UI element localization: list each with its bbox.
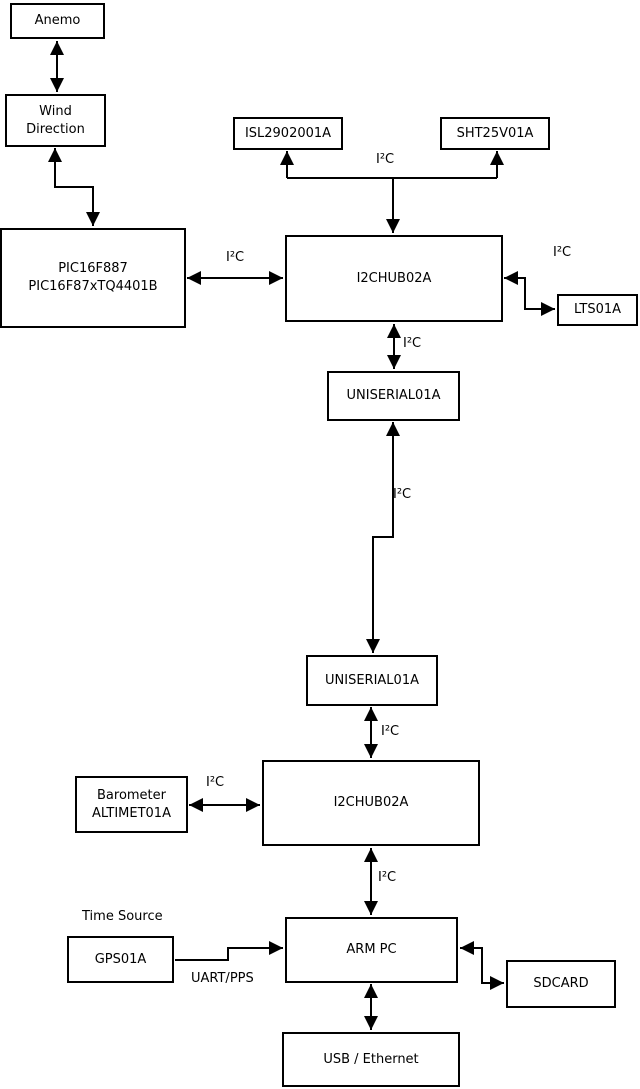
label-i2c-hub-lts: I²C bbox=[553, 245, 572, 260]
node-uniserial01a-bottom: UNISERIAL01A bbox=[306, 655, 438, 706]
edge-i2chubtop-lts bbox=[504, 271, 555, 316]
edge-armpc-sdcard bbox=[460, 941, 504, 990]
label-i2c-barometer-hub2: I²C bbox=[206, 775, 225, 790]
node-barometer-altimet01a: Barometer ALTIMET01A bbox=[75, 776, 188, 833]
node-anemo: Anemo bbox=[10, 3, 105, 39]
node-arm-pc: ARM PC bbox=[285, 917, 458, 983]
label-i2c-long-link: I²C bbox=[393, 487, 412, 502]
label-i2c-hub-uniserial: I²C bbox=[403, 336, 422, 351]
node-pic16f887: PIC16F887 PIC16F87xTQ4401B bbox=[0, 228, 186, 328]
node-gps01a: GPS01A bbox=[67, 936, 174, 983]
label-time-source: Time Source bbox=[82, 909, 163, 924]
label-i2c-hub2-armpc: I²C bbox=[378, 870, 397, 885]
node-lts01a: LTS01A bbox=[557, 294, 638, 326]
node-wind-direction: Wind Direction bbox=[5, 94, 106, 147]
label-i2c-pic-hub: I²C bbox=[226, 250, 245, 265]
node-i2chub02a-bottom: I2CHUB02A bbox=[262, 760, 480, 846]
edge-gps-armpc bbox=[175, 941, 283, 961]
edge-uniserialtop-uniserialbottom bbox=[366, 422, 400, 653]
node-i2chub02a-top: I2CHUB02A bbox=[285, 235, 503, 322]
node-sdcard: SDCARD bbox=[506, 960, 616, 1008]
label-i2c-uniserial-hub2: I²C bbox=[381, 724, 400, 739]
node-usb-ethernet: USB / Ethernet bbox=[282, 1032, 460, 1087]
label-i2c-sensor-bus: I²C bbox=[376, 152, 395, 167]
node-isl2902001a: ISL2902001A bbox=[233, 117, 343, 150]
node-sht25v01a: SHT25V01A bbox=[440, 117, 550, 150]
node-uniserial01a-top: UNISERIAL01A bbox=[327, 371, 460, 421]
edge-winddirection-pic bbox=[48, 148, 100, 226]
label-uart-pps: UART/PPS bbox=[191, 971, 254, 986]
